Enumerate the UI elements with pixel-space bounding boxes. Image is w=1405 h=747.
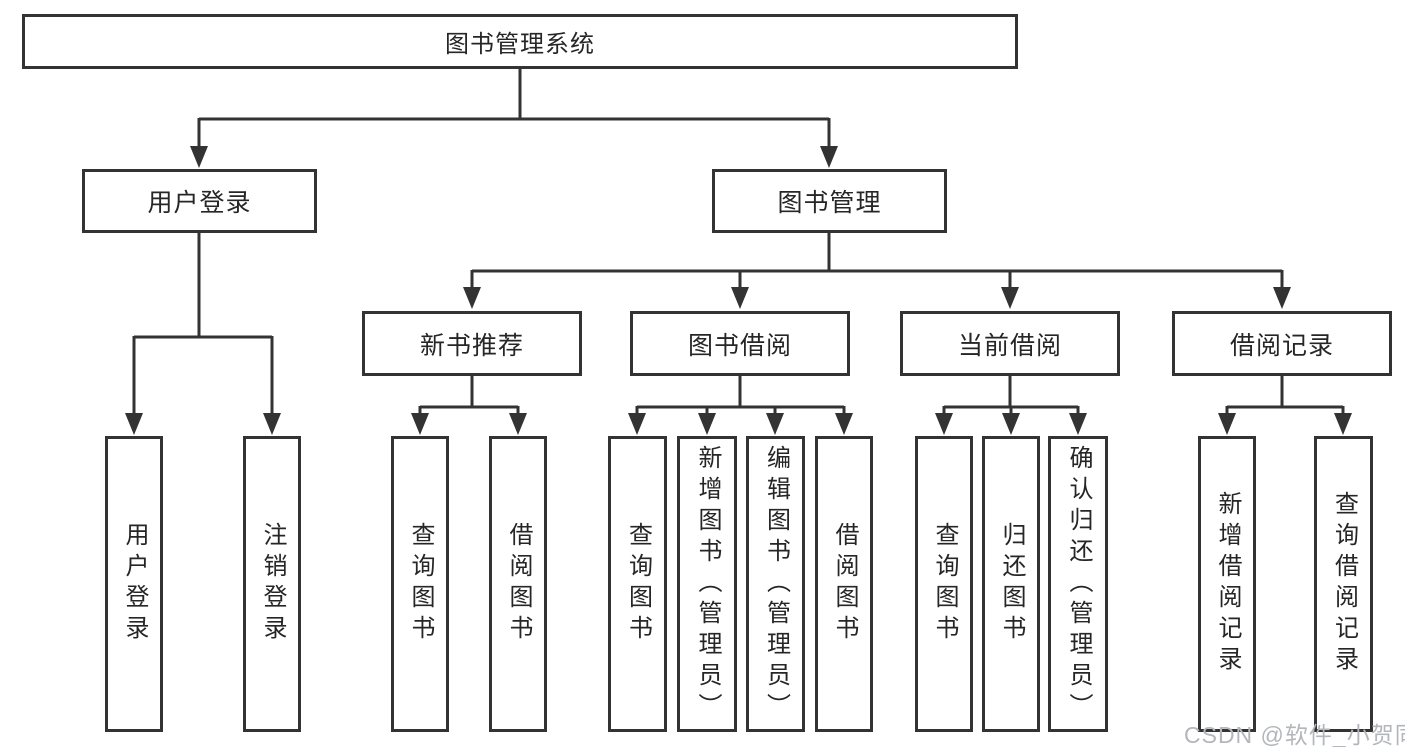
- node-book-management: 图书管理: [712, 169, 947, 233]
- leaf-add-book-admin-label: 新增图书（管理员）: [694, 444, 721, 724]
- watermark: CSDN @软件_小贺同学: [1184, 722, 1405, 747]
- leaf-query-books-2: 查询图书: [608, 436, 667, 732]
- leaf-borrow-books-1: 借阅图书: [489, 436, 547, 732]
- leaf-borrow-books-1-label: 借阅图书: [505, 522, 532, 646]
- leaf-query-books-1-label: 查询图书: [407, 522, 434, 646]
- leaf-query-books-3: 查询图书: [915, 436, 973, 732]
- leaf-borrow-books-2-label: 借阅图书: [831, 522, 858, 646]
- node-library-system: 图书管理系统: [22, 14, 1018, 69]
- leaf-logout-label: 注销登录: [259, 522, 286, 646]
- node-user-login-label: 用户登录: [147, 189, 252, 217]
- node-user-login: 用户登录: [82, 169, 317, 233]
- leaf-return-book: 归还图书: [982, 436, 1040, 732]
- leaf-edit-book-admin: 编辑图书（管理员）: [746, 436, 805, 732]
- leaf-return-book-label: 归还图书: [998, 522, 1025, 646]
- node-book-borrow-label: 图书借阅: [687, 331, 792, 360]
- leaf-edit-book-admin-label: 编辑图书（管理员）: [762, 444, 790, 724]
- node-book-borrow: 图书借阅: [630, 311, 850, 376]
- node-current-borrow: 当前借阅: [900, 311, 1120, 376]
- leaf-add-borrow-record: 新增借阅记录: [1198, 436, 1256, 732]
- node-library-system-label: 图书管理系统: [445, 31, 595, 58]
- node-book-management-label: 图书管理: [777, 189, 882, 217]
- leaf-confirm-return-admin-label: 确认归还（管理员）: [1065, 444, 1092, 724]
- node-borrow-records-label: 借阅记录: [1229, 331, 1334, 360]
- leaf-query-books-2-label: 查询图书: [624, 522, 652, 646]
- leaf-query-books-1: 查询图书: [391, 436, 449, 732]
- leaf-borrow-books-2: 借阅图书: [815, 436, 873, 732]
- leaf-confirm-return-admin: 确认归还（管理员）: [1048, 436, 1108, 732]
- leaf-query-borrow-record: 查询借阅记录: [1314, 436, 1373, 732]
- leaf-query-books-3-label: 查询图书: [931, 522, 958, 646]
- node-current-borrow-label: 当前借阅: [957, 331, 1062, 360]
- leaf-query-borrow-record-label: 查询借阅记录: [1330, 491, 1358, 677]
- leaf-user-login-label: 用户登录: [121, 522, 148, 646]
- node-new-book-recommend: 新书推荐: [362, 311, 582, 376]
- leaf-user-login: 用户登录: [105, 436, 163, 732]
- node-borrow-records: 借阅记录: [1172, 311, 1392, 376]
- leaf-logout: 注销登录: [243, 436, 301, 732]
- node-new-book-recommend-label: 新书推荐: [419, 331, 524, 360]
- leaf-add-borrow-record-label: 新增借阅记录: [1214, 491, 1241, 677]
- leaf-add-book-admin: 新增图书（管理员）: [677, 436, 737, 732]
